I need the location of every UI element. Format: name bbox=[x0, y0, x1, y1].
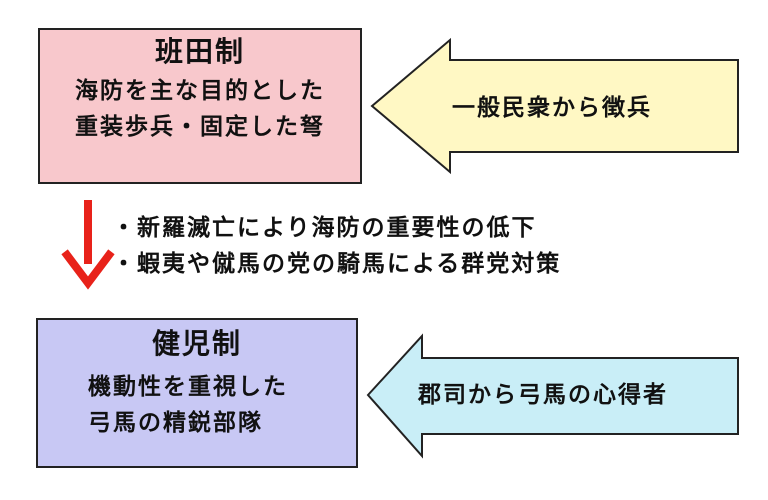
box-description-line: 海防を主な目的とした bbox=[75, 78, 325, 104]
top-arrow-label: 一般民衆から徴兵 bbox=[452, 95, 652, 121]
box-description-line: 機動性を重視した bbox=[88, 374, 288, 400]
box-description-line: 重装歩兵・固定した弩 bbox=[75, 113, 325, 140]
reason-item: ・蝦夷や僦馬の党の騎馬による群党対策 bbox=[112, 251, 562, 277]
reason-item: ・新羅滅亡により海防の重要性の低下 bbox=[112, 215, 537, 241]
bottom-arrow-shape bbox=[366, 333, 739, 459]
down-arrow-icon bbox=[61, 200, 115, 290]
box-description-line: 弓馬の精鋭部隊 bbox=[88, 409, 263, 436]
bottom-arrow-label: 郡司から弓馬の心得者 bbox=[418, 382, 668, 408]
ritsuryo-system-box: 班田制 海防を主な目的とした 重装歩兵・固定した弩 bbox=[38, 28, 362, 184]
kondei-system-box: 健児制 機動性を重視した 弓馬の精鋭部隊 bbox=[36, 318, 358, 468]
box-title: 班田制 bbox=[154, 35, 245, 68]
transition-reasons: ・新羅滅亡により海防の重要性の低下 ・蝦夷や僦馬の党の騎馬による群党対策 bbox=[112, 210, 561, 282]
box-title: 健児制 bbox=[151, 327, 242, 360]
top-arrow-shape bbox=[370, 37, 739, 175]
